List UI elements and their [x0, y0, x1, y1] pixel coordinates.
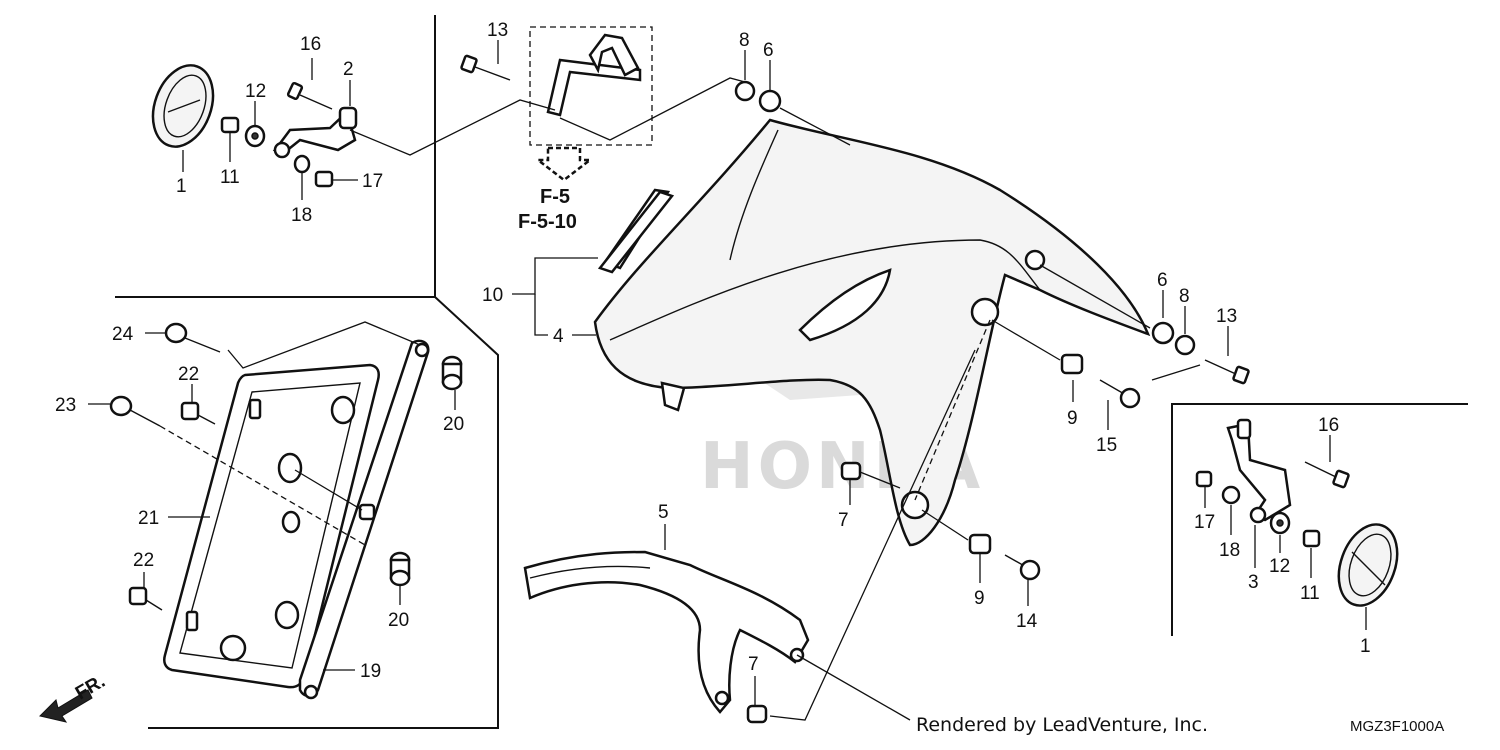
washer-18-right [1221, 485, 1241, 505]
bolt-16-right [1304, 461, 1350, 489]
callout-13: 13 [487, 20, 508, 41]
nut-7-bottom [746, 704, 768, 724]
callout-12: 12 [245, 81, 266, 102]
callout-22: 22 [133, 550, 154, 571]
callout-17: 17 [1194, 512, 1215, 533]
washer-12-right [1269, 511, 1291, 535]
collar-20-upper [441, 355, 463, 391]
callout-22: 22 [178, 364, 199, 385]
callout-4: 4 [553, 326, 564, 347]
bracket-2 [272, 106, 358, 159]
callout-1: 1 [1360, 636, 1371, 657]
bolt-23 [109, 395, 161, 427]
collar-6-right [1151, 321, 1175, 345]
bolt-13-top [460, 54, 511, 81]
screw-22-lower [128, 586, 163, 611]
callout-8: 8 [1179, 286, 1190, 307]
washer-12-left [244, 124, 266, 148]
callout-labels: 1 11 12 16 2 17 18 13 8 6 10 4 24 22 23 … [55, 20, 1371, 682]
reflector-right-part [1337, 523, 1399, 607]
callout-15: 15 [1096, 435, 1117, 456]
nut-11-right [1302, 529, 1321, 548]
bracket-10-sticker [597, 190, 675, 274]
callout-18: 18 [1219, 540, 1240, 561]
callout-20: 20 [443, 414, 464, 435]
bolt-14 [1004, 554, 1041, 581]
callout-6: 6 [763, 40, 774, 61]
nut-9-upper [1060, 353, 1084, 375]
license-plate-bracket-21 [163, 363, 380, 689]
callout-2: 2 [343, 59, 354, 80]
callout-7: 7 [838, 510, 849, 531]
callout-23: 23 [55, 395, 76, 416]
bolt-15 [1099, 379, 1141, 409]
nut-11-left [220, 116, 240, 134]
bolt-24 [164, 322, 221, 353]
callout-10: 10 [482, 285, 503, 306]
bolt-13-right [1204, 359, 1250, 385]
callout-6: 6 [1157, 270, 1168, 291]
bracket-3 [1226, 418, 1292, 524]
callout-13: 13 [1216, 306, 1237, 327]
nut-7-center [840, 461, 862, 481]
nut-17-left [314, 170, 334, 188]
callout-9: 9 [974, 588, 985, 609]
collar-20-lower [389, 551, 411, 587]
washer-18-left [293, 154, 311, 174]
reflector-left-part [151, 64, 215, 148]
callout-8: 8 [739, 30, 750, 51]
callout-18: 18 [291, 205, 312, 226]
front-direction-indicator: FR. [39, 671, 109, 723]
callout-17: 17 [362, 171, 383, 192]
diagram-frame-lines [115, 15, 1468, 729]
callout-1: 1 [176, 176, 187, 197]
callout-5: 5 [658, 502, 669, 523]
nut-9-lower [968, 533, 992, 555]
screw-22-upper [180, 401, 216, 425]
washer-8-right [1174, 334, 1196, 356]
callout-16: 16 [1318, 415, 1339, 436]
render-credit: Rendered by LeadVenture, Inc. [916, 714, 1208, 736]
washer-8-top [734, 80, 756, 102]
reference-arrow: F-5 F-5-10 [518, 146, 594, 233]
callout-11: 11 [1300, 583, 1320, 604]
callout-11: 11 [220, 167, 240, 188]
callout-20: 20 [388, 610, 409, 631]
diagram-code: MGZ3F1000A [1350, 718, 1444, 735]
nut-17-right [1195, 470, 1213, 488]
callout-16: 16 [300, 34, 321, 55]
svg-text:F-5-10: F-5-10 [518, 211, 577, 233]
callout-14: 14 [1016, 611, 1038, 632]
callout-3: 3 [1248, 572, 1259, 593]
callout-21: 21 [138, 508, 159, 529]
fender-stay-5 [523, 550, 810, 714]
callout-24: 24 [112, 324, 134, 345]
callout-12: 12 [1269, 556, 1290, 577]
brake-hose-clamp [546, 33, 642, 117]
leader-lines [88, 40, 1367, 721]
svg-text:F-5: F-5 [540, 186, 570, 208]
plate-stay-19 [298, 339, 430, 700]
bolt-16-left [286, 81, 333, 110]
callout-9: 9 [1067, 408, 1078, 429]
callout-19: 19 [360, 661, 381, 682]
collar-6-top [758, 89, 782, 113]
callout-7: 7 [748, 654, 759, 675]
